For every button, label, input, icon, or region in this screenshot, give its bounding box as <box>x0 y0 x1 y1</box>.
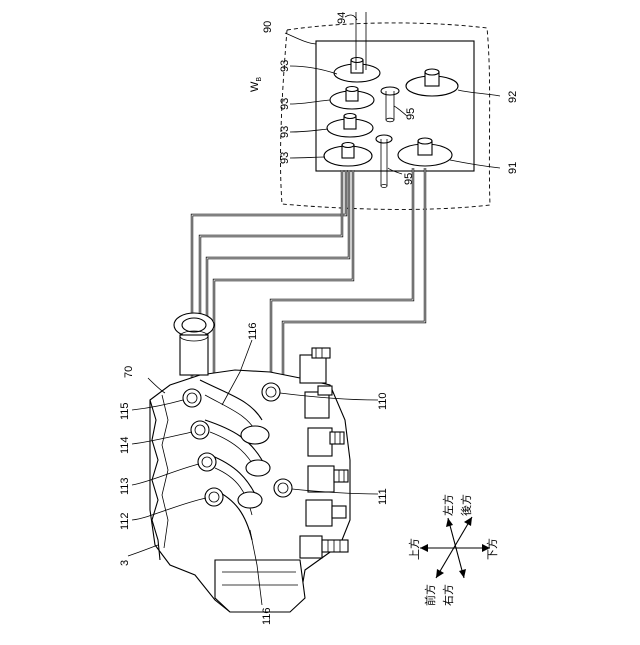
label-3: 3 <box>119 560 131 566</box>
port-fitting-113 <box>198 453 216 471</box>
cover-detail-1 <box>241 426 269 444</box>
arrow-front-icon <box>459 569 466 578</box>
port-fitting-111 <box>274 479 292 497</box>
port-fitting-110 <box>262 383 280 401</box>
injector-1 <box>300 348 330 383</box>
label-91: 91 <box>507 162 519 174</box>
arrow-up-icon <box>420 544 428 552</box>
label-92: 92 <box>507 91 519 103</box>
direction-indicator: 上方 下方 左方 後方 前方 右方 <box>407 494 499 606</box>
label-110: 110 <box>377 392 389 410</box>
label-93-2: 93 <box>279 98 291 110</box>
port-fitting-115 <box>183 389 201 407</box>
dir-up: 上方 <box>407 538 421 560</box>
label-93-4: 93 <box>279 152 291 164</box>
port-fitting-112 <box>205 488 223 506</box>
throttle-body <box>174 313 214 375</box>
arrow-rear-icon <box>446 518 453 527</box>
label-95-lower: 95 <box>403 173 415 185</box>
label-112: 112 <box>119 512 131 530</box>
port-fitting-114 <box>191 421 209 439</box>
engine-assembly <box>150 313 350 612</box>
dir-front: 前方 <box>423 584 437 606</box>
board-assembly <box>281 12 490 209</box>
label-116-upper: 116 <box>247 322 259 340</box>
label-93-1: 93 <box>279 60 291 72</box>
dir-rear: 後方 <box>459 494 473 516</box>
cover-detail-3 <box>238 492 262 508</box>
label-113: 113 <box>119 477 131 495</box>
dir-down: 下方 <box>485 538 499 560</box>
label-90: 90 <box>262 21 274 33</box>
label-94: 94 <box>336 12 348 24</box>
label-111: 111 <box>377 488 389 505</box>
label-115: 115 <box>119 402 131 420</box>
dir-right: 右方 <box>441 584 455 606</box>
label-95-upper: 95 <box>405 108 417 120</box>
label-116-lower: 116 <box>261 607 273 625</box>
label-wb: WB <box>249 77 263 92</box>
dir-left: 左方 <box>441 494 455 516</box>
label-114: 114 <box>119 436 131 454</box>
label-70: 70 <box>123 366 135 378</box>
label-93-3: 93 <box>279 126 291 138</box>
cover-detail-2 <box>246 460 270 476</box>
